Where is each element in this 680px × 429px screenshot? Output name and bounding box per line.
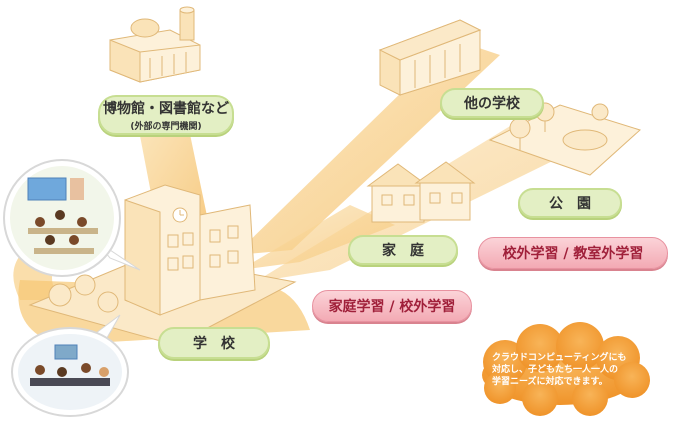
school-label: 学 校: [158, 327, 270, 359]
park-area: [488, 102, 641, 176]
park-label: 公 園: [518, 188, 622, 218]
other-school-label: 他の学校: [440, 88, 544, 118]
home-label: 家 庭: [348, 235, 458, 265]
other-school-label-text: 他の学校: [464, 96, 520, 112]
computer-room-bubble: [11, 314, 129, 417]
classroom-bubble: [3, 159, 141, 277]
house-buildings: [366, 161, 476, 223]
main-school-building: [28, 184, 297, 346]
park-label-text: 公 園: [549, 196, 591, 212]
museum-label: 博物館・図書館など (外部の専門機関): [98, 95, 234, 135]
school-label-text: 学 校: [193, 336, 235, 352]
cloud-description: クラウドコンピューティングにも 対応し、子どもたち一人一人の 学習ニーズに対応で…: [492, 353, 627, 387]
home-learning-label: 家庭学習 / 校外学習: [312, 290, 472, 322]
cloud-shape: [482, 322, 650, 416]
outside-learning-label: 校外学習 / 教室外学習: [478, 237, 668, 269]
museum-sublabel-text: (外部の専門機関): [130, 122, 202, 132]
museum-label-text: 博物館・図書館など: [103, 101, 229, 117]
other-school-building: [378, 19, 482, 96]
home-label-text: 家 庭: [382, 243, 424, 259]
road-to-other-school: [235, 40, 500, 255]
home-learning-text: 家庭学習 / 校外学習: [328, 299, 456, 315]
museum-building: [109, 6, 201, 83]
outside-learning-text: 校外学習 / 教室外学習: [502, 246, 644, 262]
